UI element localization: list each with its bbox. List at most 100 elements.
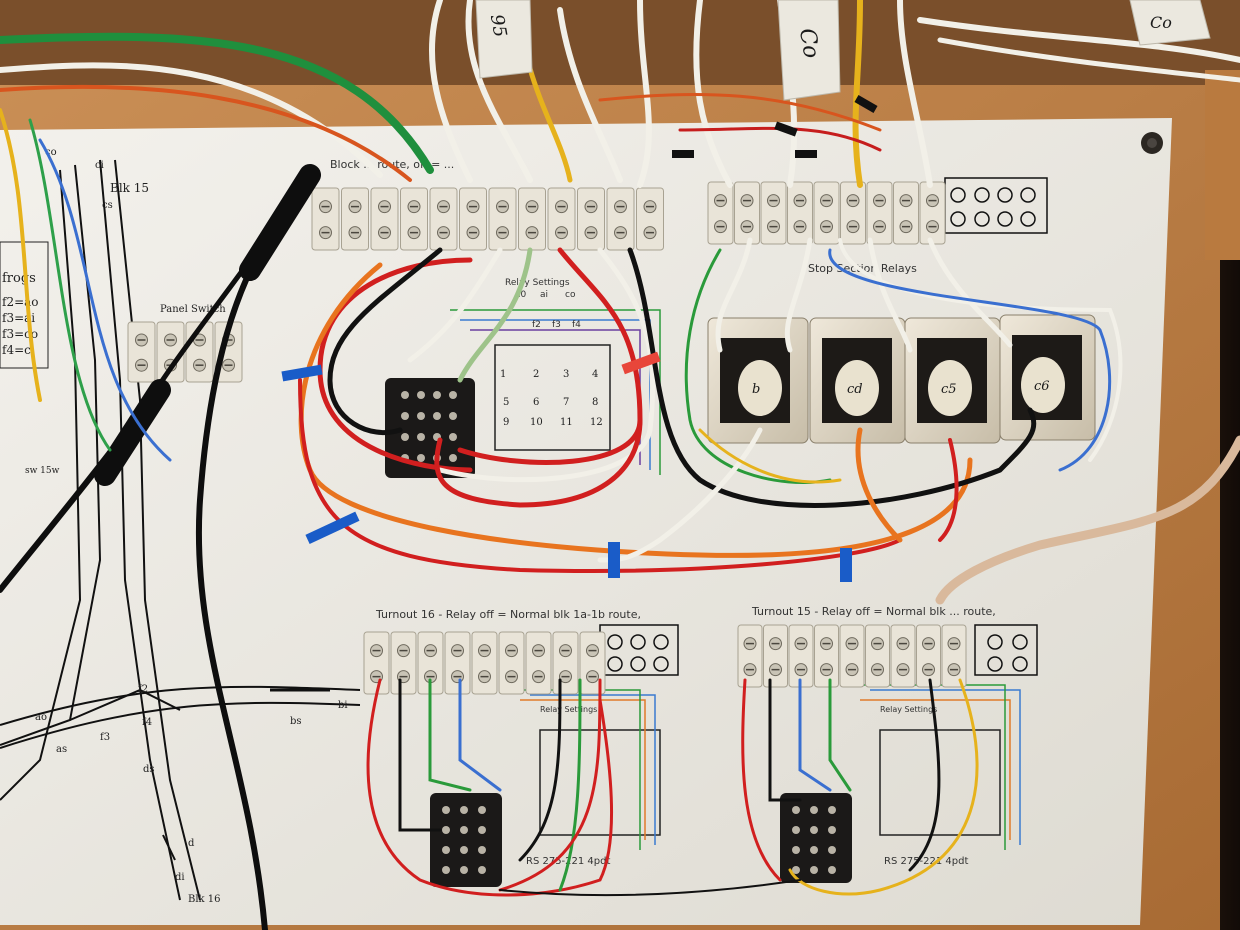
- terminal-cell: [363, 631, 390, 695]
- tape-tag-right: Co: [1129, 0, 1211, 46]
- relay-socket-lower-right: [780, 793, 852, 883]
- pin-10: 10: [530, 417, 543, 428]
- socket-pin: [442, 826, 450, 834]
- terminal-cell: [707, 181, 734, 245]
- socket-pin: [478, 806, 486, 814]
- terminal-cell: [429, 187, 458, 251]
- pin-1: 1: [500, 369, 506, 380]
- pin-4: 4: [592, 369, 598, 380]
- pin-5: 5: [503, 397, 509, 408]
- terminal-strip-top-left: [311, 187, 664, 251]
- relay-socket-lower-left: [430, 793, 502, 887]
- track-diagram: [0, 159, 361, 901]
- relay-col-co: co: [565, 290, 576, 300]
- socket-pin: [449, 454, 457, 462]
- relay-1: b: [707, 317, 809, 444]
- blk16-label: Blk 16: [188, 894, 221, 905]
- terminal-cell: [498, 631, 525, 695]
- socket-pin: [460, 846, 468, 854]
- terminal-cell: [941, 624, 967, 688]
- terminal-strip-top-right: [707, 181, 946, 245]
- socket-pin: [828, 866, 836, 874]
- relay-2-label: cd: [847, 382, 863, 397]
- track-label-cs: cs: [102, 200, 113, 211]
- terminal-cell: [579, 631, 606, 695]
- socket-pin: [417, 433, 425, 441]
- track-label-f2: f2: [138, 684, 148, 695]
- track-label-ci: ci: [95, 160, 104, 171]
- terminal-cell: [518, 187, 546, 251]
- terminal-cell: [444, 631, 471, 695]
- relay-col-a0: a0: [515, 290, 527, 300]
- part-label-right: RS 275-221 4pdt: [884, 856, 968, 867]
- socket-pin: [460, 866, 468, 874]
- pin-2: 2: [533, 369, 539, 380]
- terminal-cell: [471, 631, 498, 695]
- track-label-bs: bs: [290, 716, 302, 727]
- relay-col-ai: ai: [540, 290, 548, 300]
- relay-3: c5: [904, 317, 1001, 444]
- tape-tag-center-text: Co: [794, 26, 824, 60]
- socket-pin: [810, 866, 818, 874]
- socket-pin: [442, 806, 450, 814]
- socket-pin: [401, 412, 409, 420]
- relay-4-label: c6: [1034, 379, 1050, 394]
- socket-pin: [460, 826, 468, 834]
- pin-9: 9: [503, 417, 509, 428]
- terminal-cell: [417, 631, 444, 695]
- relay-settings-lower: Relay Settings Relay Settings: [540, 705, 937, 714]
- relay-settings-title-right: Relay Settings: [880, 705, 937, 714]
- terminal-cell: [370, 187, 399, 251]
- tape-tag-right-text: Co: [1150, 13, 1172, 32]
- socket-pin: [478, 826, 486, 834]
- terminal-cell: [865, 624, 890, 688]
- pin-6: 6: [533, 397, 539, 408]
- pin-8: 8: [592, 397, 598, 408]
- top-shelf: [0, 0, 1240, 95]
- socket-pin: [810, 806, 818, 814]
- terminal-cell: [400, 187, 428, 251]
- terminal-cell: [390, 631, 417, 695]
- socket-pin: [478, 866, 486, 874]
- track-label-co: co: [45, 147, 57, 158]
- socket-pin: [792, 846, 800, 854]
- terminal-cell: [839, 624, 865, 688]
- track-label-d: d: [188, 838, 195, 849]
- terminal-cell: [814, 624, 839, 688]
- relay-3-label: c5: [941, 382, 957, 397]
- relay-1-label: b: [752, 382, 760, 397]
- socket-pin: [401, 391, 409, 399]
- frog-pair-4: f4=ci: [2, 343, 35, 357]
- terminal-cell: [893, 181, 919, 245]
- socket-pin: [449, 391, 457, 399]
- frogs-label: frogs: [2, 271, 36, 286]
- terminal-cell: [890, 624, 916, 688]
- terminal-strip-bottom-left: [363, 631, 606, 695]
- track-label-ao: ao: [35, 712, 47, 723]
- tape-tag-left-text: 95: [486, 13, 511, 39]
- pin-11: 11: [560, 417, 573, 428]
- socket-pin: [792, 866, 800, 874]
- panel-switch-label: Panel Switch: [160, 304, 226, 315]
- terminal-cell: [760, 181, 787, 245]
- socket-pin: [442, 846, 450, 854]
- terminal-strip-bottom-right: [737, 624, 967, 688]
- socket-pin: [417, 391, 425, 399]
- terminal-cell: [788, 624, 814, 688]
- relay-f2: f2: [532, 320, 541, 330]
- socket-pin: [401, 433, 409, 441]
- terminal-cell: [459, 187, 487, 251]
- sw15w-label: sw 15w: [25, 466, 60, 476]
- pin-12: 12: [590, 417, 603, 428]
- stop-section-relays: b cd c5 c6: [707, 314, 1096, 444]
- socket-pin: [828, 806, 836, 814]
- terminal-cell: [737, 624, 763, 688]
- relay-2: cd: [809, 317, 906, 444]
- frog-pair-1: f2=ao: [2, 295, 39, 309]
- relay-f4: f4: [572, 320, 581, 330]
- terminal-cell: [840, 181, 866, 245]
- terminal-cell: [813, 181, 840, 245]
- socket-pin: [417, 454, 425, 462]
